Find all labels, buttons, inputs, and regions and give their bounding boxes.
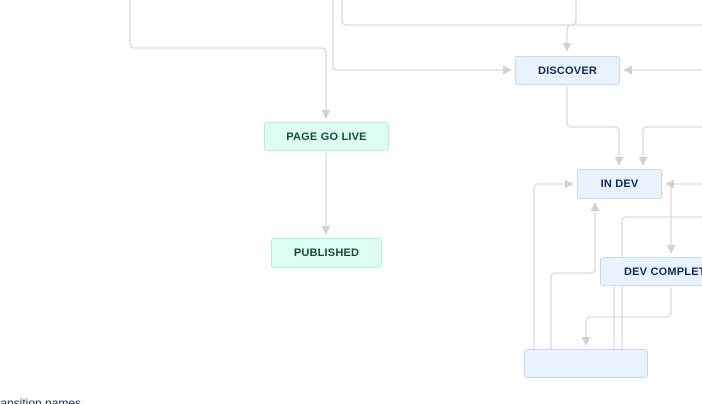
transition-line[interactable]	[638, 126, 702, 166]
transition-line[interactable]	[332, 0, 512, 75]
status-node-page-go-live[interactable]: PAGE GO LIVE	[264, 122, 389, 151]
transition-line[interactable]	[566, 86, 624, 166]
transition-line[interactable]	[581, 288, 672, 346]
transition-line[interactable]	[562, 0, 577, 52]
status-label: IN DEV	[600, 178, 639, 190]
status-node-partial[interactable]	[524, 349, 648, 378]
status-label: PAGE GO LIVE	[286, 130, 367, 143]
status-node-in-dev[interactable]: IN DEV	[577, 169, 662, 199]
status-label: PUBLISHED	[293, 247, 360, 259]
transition-line[interactable]	[550, 202, 600, 352]
transition-names-label: transition names	[0, 396, 82, 404]
transition-line[interactable]	[621, 216, 702, 352]
status-label: DISCOVER	[537, 64, 598, 77]
transition-line[interactable]	[341, 0, 702, 26]
status-node-published[interactable]: PUBLISHED	[271, 238, 382, 268]
transition-line[interactable]	[533, 179, 574, 352]
transition-line[interactable]	[129, 0, 331, 119]
status-node-dev-complete[interactable]: DEV COMPLETE	[600, 257, 702, 286]
status-node-discover[interactable]: DISCOVER	[515, 56, 620, 85]
status-label: DEV COMPLETE	[624, 265, 702, 278]
